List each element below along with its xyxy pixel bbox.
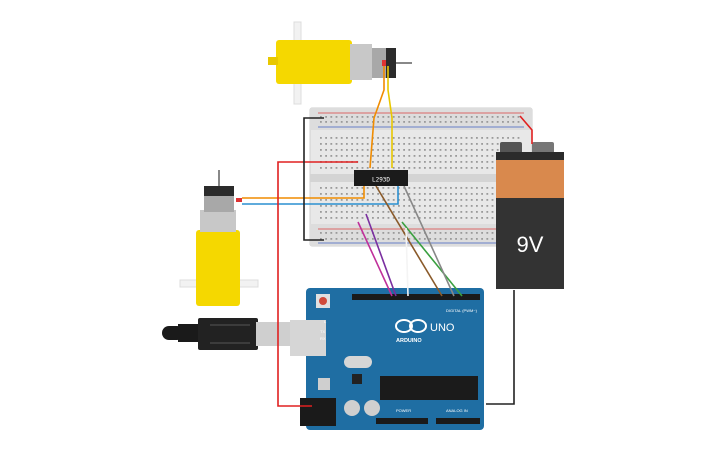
analog-header-label: ANALOG IN xyxy=(446,408,468,413)
chip-label: L293D xyxy=(372,177,390,184)
wire-motor-left-orange[interactable] xyxy=(242,184,365,199)
microcontroller-chip xyxy=(380,376,478,400)
power-jack[interactable] xyxy=(300,398,336,426)
wire-battery-red[interactable] xyxy=(519,115,533,144)
led-label-l: L xyxy=(324,319,327,324)
dc-motor-left[interactable] xyxy=(179,170,259,306)
digital-header[interactable] xyxy=(352,294,480,300)
power-header-label: POWER xyxy=(396,408,411,413)
arduino-uno[interactable]: DIGITAL (PWM~) L TX RX UNO ARDUINO POWER… xyxy=(290,288,484,430)
usb-cable[interactable] xyxy=(162,318,292,350)
digital-header-label: DIGITAL (PWM~) xyxy=(446,308,478,313)
wire-black-ground[interactable] xyxy=(303,117,324,241)
battery-9v[interactable]: 9V xyxy=(496,142,564,289)
battery-label: 9V xyxy=(517,232,544,257)
breadboard-holes xyxy=(320,116,520,240)
wires xyxy=(242,66,533,407)
wire-brown[interactable] xyxy=(375,185,443,297)
usb-port[interactable] xyxy=(290,320,326,356)
crystal xyxy=(344,356,372,368)
reset-button[interactable] xyxy=(319,297,327,305)
led-label-tx: TX xyxy=(320,329,325,334)
board-brand: ARDUINO xyxy=(396,338,422,344)
breadboard[interactable] xyxy=(309,107,533,247)
wire-motor-top-orange[interactable] xyxy=(369,66,385,169)
wire-gray[interactable] xyxy=(403,185,455,297)
wire-white[interactable] xyxy=(405,227,409,297)
wire-magenta[interactable] xyxy=(357,221,393,297)
wire-red-power[interactable] xyxy=(277,161,358,407)
board-model: UNO xyxy=(430,322,455,334)
power-header[interactable] xyxy=(376,418,428,424)
wire-motor-top-yellow[interactable] xyxy=(387,66,393,168)
l293d-driver-chip[interactable]: L293D xyxy=(354,170,408,186)
wire-motor-left-blue[interactable] xyxy=(242,184,399,205)
led-label-rx: RX xyxy=(320,336,326,341)
wire-green[interactable] xyxy=(401,221,463,297)
wire-purple-1[interactable] xyxy=(365,213,397,297)
wire-battery-black[interactable] xyxy=(486,290,515,405)
dc-motor-top[interactable] xyxy=(268,21,412,105)
analog-header[interactable] xyxy=(436,418,480,424)
arduino-logo: UNO ARDUINO xyxy=(395,319,455,344)
